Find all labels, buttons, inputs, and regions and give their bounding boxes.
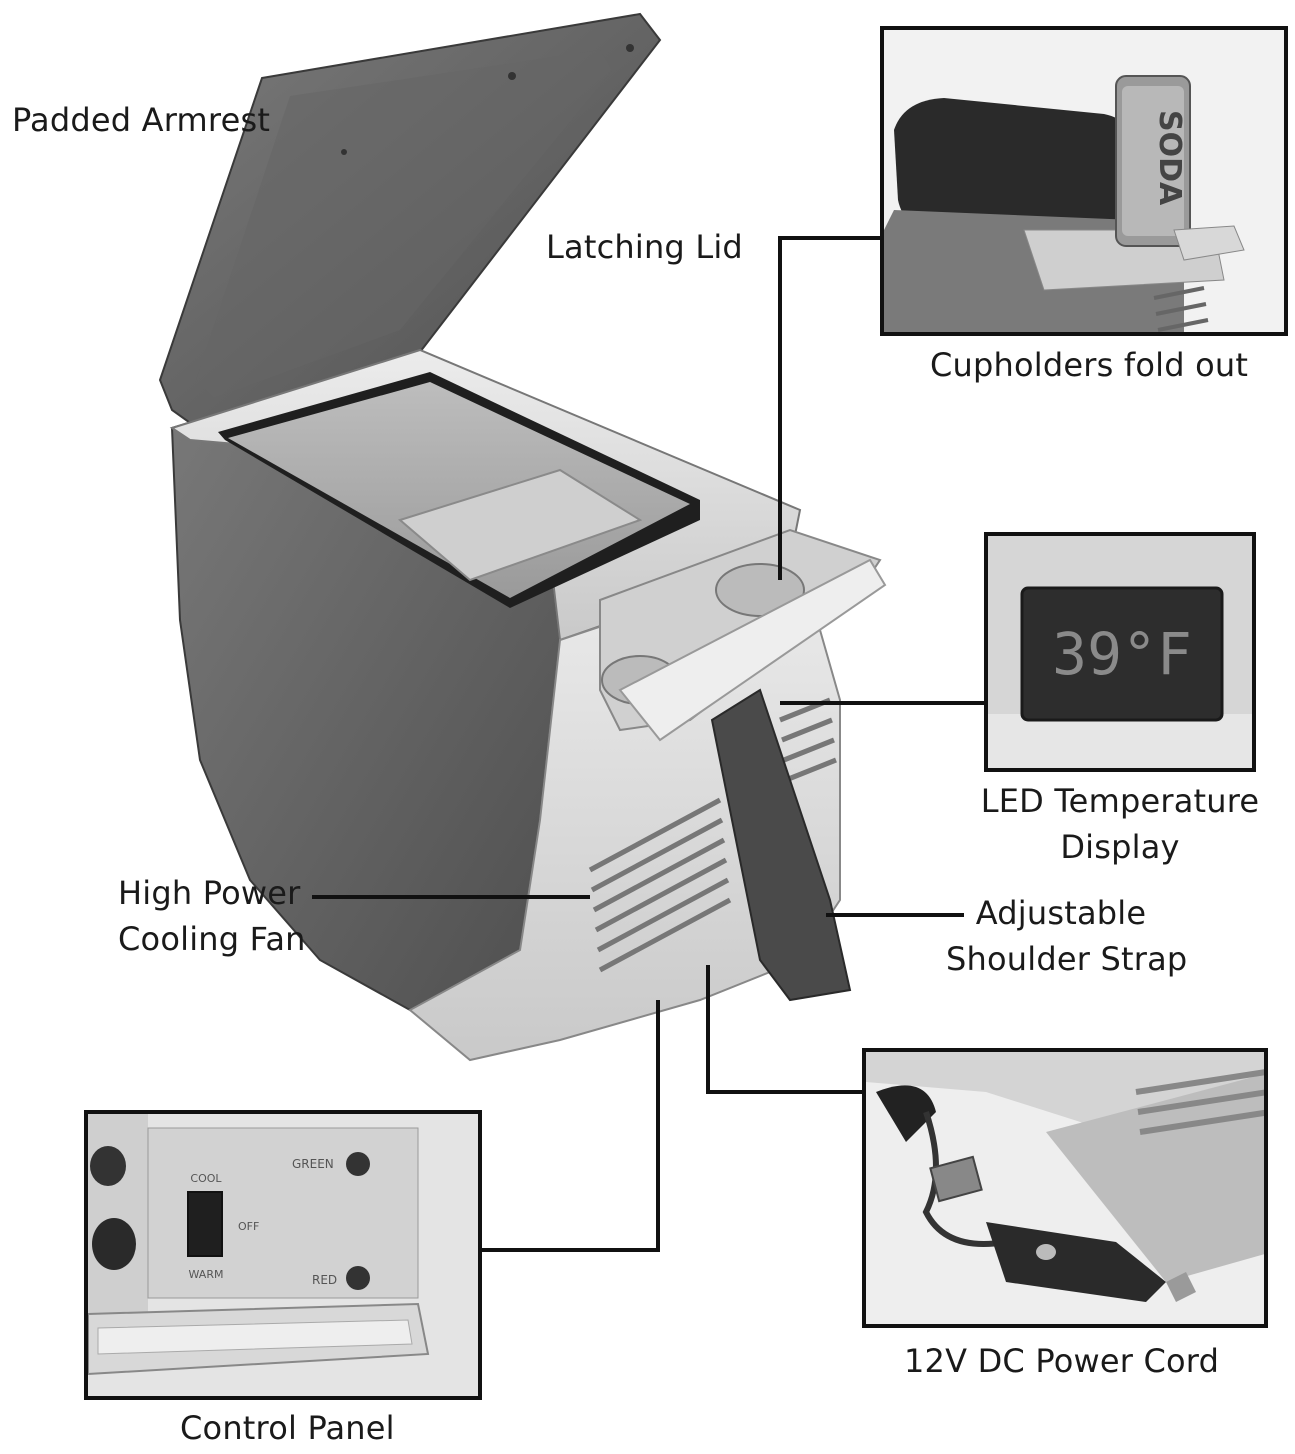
label-fan-line1: High Power (118, 874, 301, 912)
label-control-panel: Control Panel (180, 1409, 395, 1447)
label-latching-lid: Latching Lid (546, 228, 743, 266)
label-strap-line1: Adjustable (975, 894, 1147, 932)
control-panel-leader (480, 1000, 660, 1252)
label-led-display: LED Temperature Display (980, 778, 1260, 870)
label-led-line1: LED Temperature (980, 782, 1260, 820)
lid (158, 12, 662, 432)
indicator-label-green: GREEN (292, 1157, 334, 1171)
cupholders-photo: SODA (884, 30, 1284, 332)
can-label: SODA (1152, 110, 1187, 206)
switch-label-cool: COOL (190, 1172, 222, 1185)
power-cord-inset (862, 1048, 1268, 1328)
label-strap-line2: Shoulder Strap (946, 940, 1188, 978)
led-photo: 39°F (988, 536, 1252, 768)
indicator-label-red: RED (312, 1273, 337, 1287)
power-cord-photo (866, 1052, 1264, 1324)
switch-label-warm: WARM (189, 1268, 224, 1281)
control-panel-photo: COOL OFF WARM GREEN RED (88, 1114, 478, 1396)
label-shoulder-strap: Adjustable Shoulder Strap (946, 890, 1188, 982)
label-led-line2: Display (1060, 828, 1180, 866)
label-fan-line2: Cooling Fan (118, 920, 306, 958)
leader-lines (312, 236, 986, 1252)
control-panel-inset: COOL OFF WARM GREEN RED (84, 1110, 482, 1400)
led-reading: 39°F (1052, 620, 1192, 688)
led-display-inset: 39°F (984, 532, 1256, 772)
label-cupholders: Cupholders fold out (930, 346, 1249, 384)
cupholder-leader (778, 236, 884, 580)
cupholders-inset: SODA (880, 26, 1288, 336)
label-padded-armrest: Padded Armrest (12, 101, 271, 139)
power-cord-leader (706, 965, 866, 1094)
label-power-cord: 12V DC Power Cord (904, 1342, 1220, 1380)
cooler-body (169, 348, 887, 1062)
switch-label-off: OFF (238, 1220, 259, 1233)
label-cooling-fan: High Power Cooling Fan (118, 870, 306, 962)
